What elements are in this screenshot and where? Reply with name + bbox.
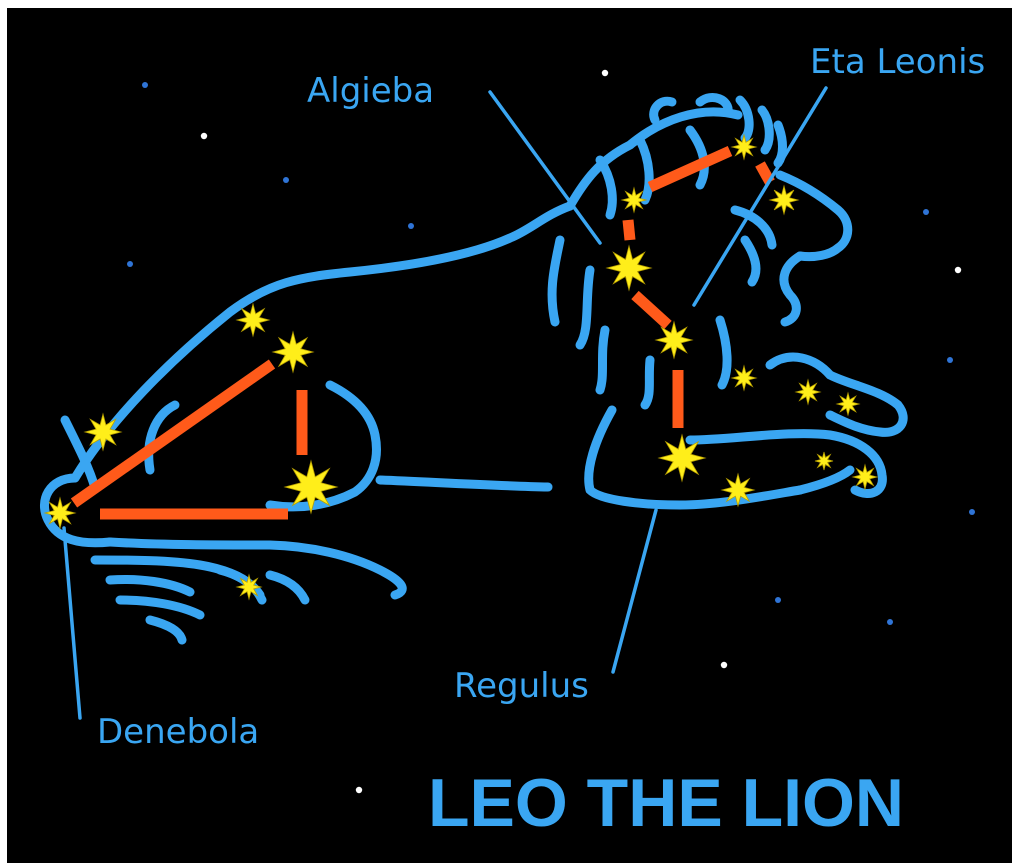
star-forepaw-2 <box>837 393 859 415</box>
denebola-pointer <box>64 528 80 718</box>
background-dot <box>408 223 414 229</box>
denebola-label: Denebola <box>97 712 259 752</box>
star-hind-paw <box>237 575 261 599</box>
chart-title: LEO THE LION <box>428 765 904 841</box>
background-dot <box>969 509 975 515</box>
star-paw-small <box>815 452 833 470</box>
star-forepaw-1 <box>796 380 820 404</box>
background-dot <box>721 662 727 668</box>
line-algieba-down <box>635 295 668 325</box>
background-dot <box>142 82 148 88</box>
star-algieba <box>607 246 651 290</box>
star-denebola <box>45 498 75 528</box>
sky-background: Algieba Eta Leonis Regulus Denebola LEO … <box>7 8 1012 863</box>
regulus-label: Regulus <box>454 666 589 706</box>
star-paw-tip <box>853 465 877 489</box>
star-front-leg <box>722 474 754 506</box>
leo-constellation-diagram: Algieba Eta Leonis Regulus Denebola LEO … <box>7 8 1012 863</box>
star-sickle-neck <box>622 188 646 212</box>
star-back-2 <box>273 332 313 372</box>
star-thigh <box>285 461 337 513</box>
background-dot <box>955 267 961 273</box>
star-neck-lower <box>656 322 692 358</box>
background-dot <box>923 209 929 215</box>
star-eta-head <box>770 186 798 214</box>
algieba-label: Algieba <box>307 71 434 111</box>
line-sickle-neck <box>628 220 630 240</box>
background-dot <box>201 133 207 139</box>
star-rear <box>85 414 121 450</box>
background-dot <box>887 619 893 625</box>
star-back <box>237 304 269 336</box>
star-sickle-top <box>732 135 756 159</box>
background-dot <box>602 70 608 76</box>
star-chest <box>732 366 756 390</box>
line-sickle-top <box>650 151 730 187</box>
star-regulus <box>659 435 705 481</box>
background-dot <box>127 261 133 267</box>
background-dot <box>775 597 781 603</box>
background-dot <box>356 787 362 793</box>
background-dot <box>947 357 953 363</box>
regulus-pointer <box>613 510 656 672</box>
eta-leonis-label: Eta Leonis <box>810 42 985 82</box>
background-dot <box>283 177 289 183</box>
